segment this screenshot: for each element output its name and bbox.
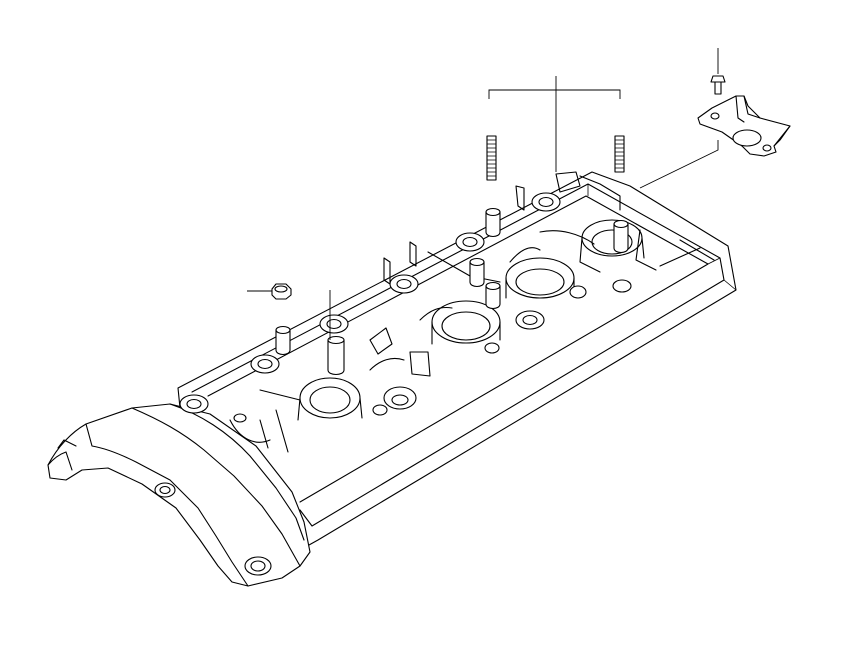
bracket-leader (639, 140, 719, 189)
cylinder-head-cover[interactable] (47, 171, 737, 587)
stud-bolt-left[interactable] (486, 135, 497, 181)
bracket-bolt[interactable] (710, 75, 726, 95)
stud-bosses (275, 207, 629, 376)
cover-holes (179, 192, 632, 423)
stud-leader (488, 76, 621, 172)
plug-well-1 (297, 377, 363, 421)
mounting-bracket[interactable] (697, 95, 791, 157)
cover-ribs (229, 171, 715, 453)
front-bolt-boss-2 (244, 556, 272, 576)
front-bolt-boss-1 (154, 482, 176, 498)
hex-nut[interactable] (271, 283, 292, 300)
stud-bolt-right[interactable] (614, 135, 625, 173)
plug-well-3 (505, 257, 575, 299)
cover-rim-inner (207, 195, 709, 503)
plug-well-2 (431, 300, 501, 345)
cover-rim (191, 183, 725, 527)
